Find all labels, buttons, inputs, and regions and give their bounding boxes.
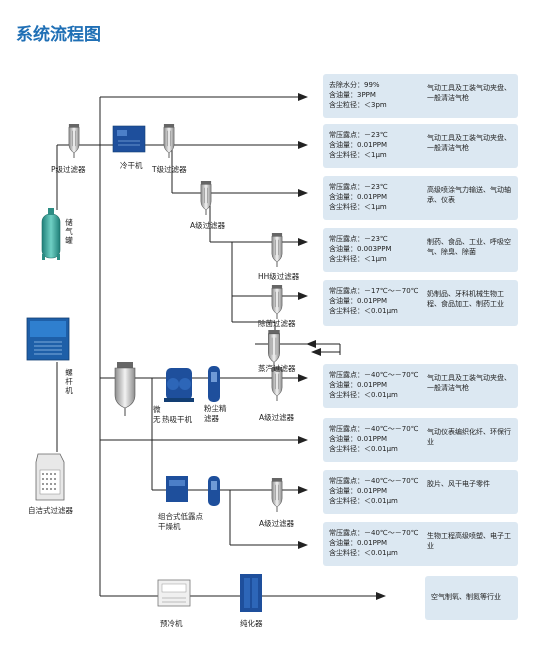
application-text: 气动工具及工装气动夹盘、一般清洁气枪 — [427, 84, 511, 102]
page-title: 系统流程图 — [16, 25, 101, 45]
purifier-label: 纯化器 — [240, 619, 263, 628]
compressor-icon — [26, 317, 70, 361]
p-filter-icon — [68, 124, 80, 158]
compressor-label: 螺杆机 — [65, 368, 73, 395]
application-text: 生物工程高级喷塑、电子工业 — [427, 532, 511, 550]
application-text: 气动工具及工装气动夹盘、一般清洁气枪 — [427, 374, 511, 392]
micro-heat-dryer-label-c: 热吸干机 — [162, 415, 192, 424]
tank-label: 储气罐 — [65, 218, 73, 245]
auto-clean-filter-label: 自洁式过滤器 — [28, 506, 73, 515]
p-filter-label: P级过滤器 — [51, 165, 86, 174]
auto-clean-filter-icon — [35, 453, 65, 501]
application-text: 气动工具及工装气动夹盘、一般清洁气枪 — [427, 134, 511, 152]
a-filter-label: A级过滤器 — [190, 221, 226, 230]
sterile-filter-icon — [271, 285, 283, 319]
hh-filter-label: HH级过滤器 — [258, 272, 300, 281]
dust-filter-label: 粉尘精滤器 — [204, 404, 227, 423]
application-text: 奶制品、牙科机械生物工程、食品加工、制药工业 — [427, 290, 504, 308]
a-filter-2-label: A级过滤器 — [259, 413, 295, 422]
a-filter-3-label: A级过滤器 — [259, 519, 295, 528]
dryer-label: 冷干机 — [120, 161, 143, 170]
adsorption-tower-icon — [114, 362, 136, 416]
precooler-icon — [157, 579, 191, 607]
output-panel: 空气制氧、制氮等行业 — [425, 576, 518, 620]
application-text: 气动仪表编织化纤、环保行业 — [427, 428, 511, 446]
steam-filter-label: 蒸汽过滤器 — [258, 364, 296, 373]
tank-icon — [41, 208, 61, 260]
micro-heat-dryer-label-a: 微 — [153, 405, 161, 414]
twin-tower-dryer-icon — [164, 368, 194, 402]
t-filter-label: T级过滤器 — [152, 165, 187, 174]
purifier-icon — [240, 574, 262, 612]
combo-dryer-icon — [166, 476, 188, 502]
precooler-label: 预冷机 — [160, 619, 183, 628]
combo-dryer-tower-icon — [208, 476, 220, 506]
hh-filter-icon — [271, 233, 283, 267]
combo-dryer-label: 组合式低露点干燥机 — [158, 512, 203, 531]
application-text: 胶片、风干电子零件 — [427, 480, 490, 488]
dryer-icon — [112, 125, 146, 153]
application-text: 高级喷涂气力输送、气动轴承、仪表 — [427, 186, 511, 204]
micro-heat-dryer-label-b: 无 — [153, 415, 161, 424]
sterile-filter-label: 除菌过滤器 — [258, 319, 296, 328]
application-text: 制药、食品、工业、呼吸空气、除臭、除菌 — [427, 238, 511, 256]
dust-filter-icon — [208, 366, 220, 402]
application-text: 空气制氧、制氮等行业 — [431, 593, 501, 601]
a-filter-3-icon — [271, 478, 283, 512]
t-filter-icon — [163, 124, 175, 158]
